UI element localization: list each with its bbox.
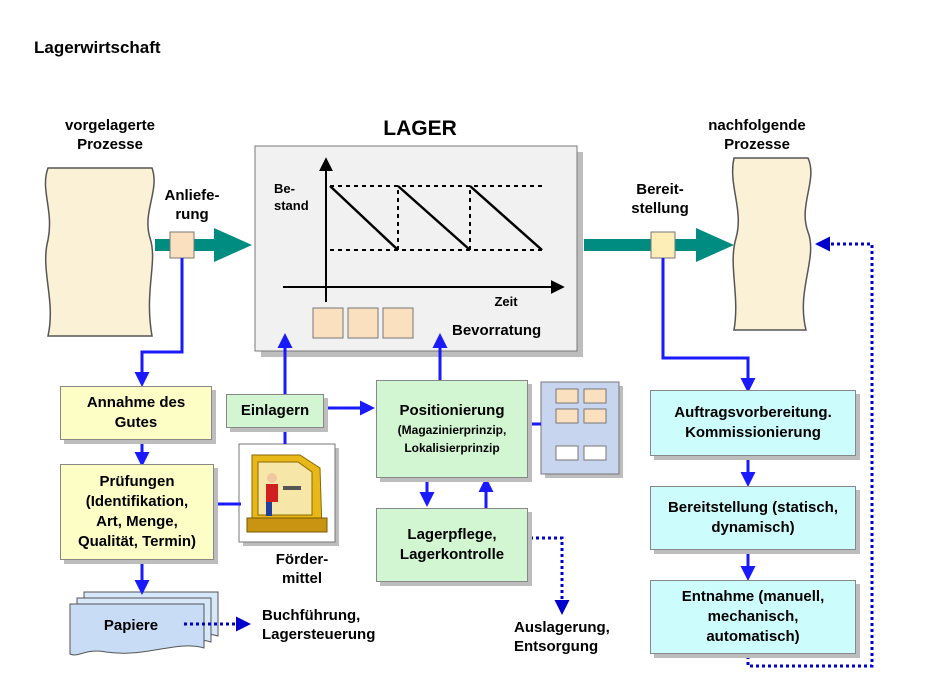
entnahme-line3: automatisch) [706,628,800,645]
auslagerung-label: Auslagerung, Entsorgung [514,618,634,656]
annahme-box: Annahme des Gutes [60,386,212,440]
auslagerung-line2: Entsorgung [514,638,599,655]
pruefungen-line1: Prüfungen [99,473,175,490]
buchfuehrung-line2: Lagersteuerung [262,626,376,643]
foerdermittel-line2: mittel [281,570,322,587]
einlagern-label: Einlagern [240,402,310,419]
bereitstellung-box-line2: dynamisch) [711,519,795,536]
vorgelagerte-prozesse-label: vorgelagerte Prozesse [48,116,172,154]
vorgelagerte-prozesse-shape [44,167,155,337]
auslagerung-line1: Auslagerung, [514,619,610,636]
auftrag-line1: Auftragsvorbereitung. [674,404,832,421]
graph-ylabel-line1: Be- [274,181,295,196]
entnahme-box: Entnahme (manuell, mechanisch, automatis… [650,580,856,654]
lagerpflege-line2: Lagerkontrolle [399,546,505,563]
foerdermittel-label: Förder- mittel [262,550,342,588]
nachfolgende-prozesse-label: nachfolgende Prozesse [692,116,822,154]
annahme-line1: Annahme des [86,394,186,411]
papiere-label: Papiere [103,617,159,634]
graph-ylabel: Be- stand [274,180,318,214]
pruefungen-line2: (Identifikation, [85,493,189,510]
lagerpflege-box: Lagerpflege, Lagerkontrolle [376,508,528,582]
lager-title: LAGER [383,117,457,140]
lager-box [254,145,578,352]
entnahme-line2: mechanisch, [707,608,799,625]
storage-square [312,307,344,339]
bestand-graph [283,157,565,302]
buchfuehrung-line1: Buchführung, [262,607,361,624]
pruefungen-line3: Art, Menge, [96,513,178,530]
bereitstellung-box-line1: Bereitstellung (statisch, [667,499,839,516]
anlieferung-label: Anliefe- rung [158,186,226,224]
nachfolgende-line2: Prozesse [724,136,790,153]
vorgelagerte-line1: vorgelagerte [64,117,156,134]
graph-ylabel-line2: stand [274,198,309,213]
vorgelagerte-line2: Prozesse [77,136,143,153]
lagerpflege-line1: Lagerpflege, [407,526,497,543]
anlieferung-line1: Anliefe- [164,187,220,204]
page-title: Lagerwirtschaft [34,38,161,57]
pruefungen-line4: Qualität, Termin) [77,533,197,550]
bevorratung-label: Bevorratung [452,322,542,339]
anlieferung-marker [169,231,195,259]
pruefungen-box: Prüfungen (Identifikation, Art, Menge, Q… [60,464,214,560]
entnahme-line1: Entnahme (manuell, [681,588,825,605]
positionierung-line1: Positionierung [399,402,505,419]
foerdermittel-line1: Förder- [275,551,329,568]
auftrag-box: Auftragsvorbereitung. Kommissionierung [650,390,856,456]
nachfolgende-line1: nachfolgende [708,117,806,134]
graph-xlabel: Zeit [494,294,518,309]
positionierung-line3: Lokalisierprinzip [404,441,500,455]
bereitstellung-marker [650,231,676,259]
storage-square [347,307,379,339]
buchfuehrung-label: Buchführung, Lagersteuerung [262,606,402,644]
anlieferung-line2: rung [175,206,209,223]
bereitstellung-label: Bereit- stellung [620,180,700,218]
regal-panel [540,381,620,475]
nachfolgende-prozesse-shape [731,157,812,331]
bereitstellung-arrow [696,228,734,262]
auftrag-line2: Kommissionierung [685,424,821,441]
bereitstellung-line2: stellung [631,200,689,217]
anlieferung-arrow [214,228,252,262]
foerdermittel-image [238,443,336,543]
storage-square [382,307,414,339]
positionierung-line2: (Magazinierprinzip, [397,423,507,437]
einlagern-box: Einlagern [226,394,324,428]
bereitstellung-line1: Bereit- [636,181,684,198]
papiere-stack [69,591,219,656]
annahme-line2: Gutes [114,414,158,431]
bereitstellung-box: Bereitstellung (statisch, dynamisch) [650,486,856,550]
positionierung-box: Positionierung (Magazinierprinzip, Lokal… [376,380,528,478]
